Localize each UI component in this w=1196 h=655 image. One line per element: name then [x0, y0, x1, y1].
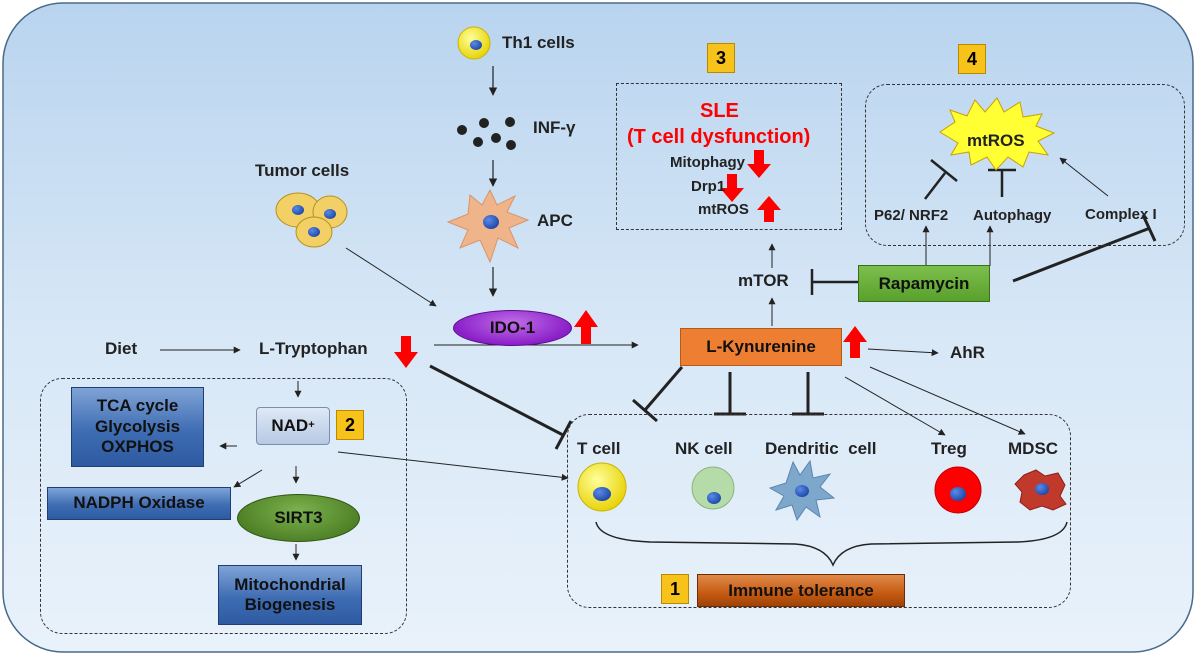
box3-badge: 3	[707, 43, 735, 73]
drp1-label: Drp1	[691, 178, 726, 195]
immune-tolerance-brace	[595, 521, 1068, 567]
drp1-down-arrow-icon	[720, 174, 744, 202]
nkcell-label: NK cell	[675, 439, 733, 458]
tumor-cells-icon	[275, 192, 348, 248]
box4-badge: 4	[958, 44, 986, 74]
nk-cell-icon	[691, 466, 735, 510]
nad-box	[40, 378, 407, 634]
oxphos-label: OXPHOS	[101, 437, 174, 457]
tumor-label: Tumor cells	[255, 161, 350, 180]
mdsc-label: MDSC	[1008, 439, 1059, 458]
box2-badge: 2	[336, 410, 364, 440]
dendritic-cell-icon	[768, 459, 836, 522]
t-cell-icon	[577, 462, 627, 512]
infg-molecules-icon	[457, 117, 516, 150]
mtros-up-arrow-icon	[757, 196, 781, 222]
ido1-label: IDO-1	[489, 318, 536, 337]
ido1-node: IDO-1	[453, 310, 572, 346]
diet-label: Diet	[105, 339, 138, 358]
mitophagy-label: Mitophagy	[670, 154, 745, 171]
mito-line1-label: Mitochondrial	[234, 574, 346, 594]
kynurenine-up-arrow-icon	[843, 326, 867, 358]
complex1-label: Complex I	[1085, 206, 1157, 223]
immune-tolerance-label: Immune tolerance	[728, 580, 874, 600]
autophagy-label: Autophagy	[973, 207, 1052, 224]
sle-subtitle: (T cell dysfunction)	[627, 126, 811, 148]
immune-tolerance-node: Immune tolerance	[697, 574, 905, 607]
metabolism-node: TCA cycle Glycolysis OXPHOS	[71, 387, 204, 467]
mtor-label: mTOR	[738, 271, 789, 290]
apc-label: APC	[537, 211, 573, 230]
sle-title: SLE	[700, 100, 739, 122]
ido1-up-arrow-icon	[574, 310, 598, 344]
tcell-label: T cell	[577, 439, 621, 458]
box3-mtros-label: mtROS	[698, 201, 749, 218]
tca-label: TCA cycle	[96, 396, 179, 416]
nad-label: NAD	[271, 415, 309, 435]
treg-label: Treg	[931, 439, 967, 458]
nad-node: NAD+	[256, 407, 330, 445]
mtros-burst-shape	[939, 97, 1056, 171]
th1-label: Th1 cells	[502, 33, 575, 52]
box4-mtros-label: mtROS	[967, 131, 1025, 150]
glycolysis-label: Glycolysis	[94, 416, 181, 436]
apc-cell-icon	[446, 188, 530, 264]
th1-cell-icon	[457, 26, 491, 60]
p62-label: P62/ NRF2	[874, 207, 949, 224]
mdsc-cell-icon	[1014, 469, 1067, 511]
rapamycin-node: Rapamycin	[858, 265, 990, 302]
lkynurenine-label: L-Kynurenine	[706, 337, 816, 356]
tryptophan-down-arrow-icon	[394, 336, 418, 368]
sirt3-node: SIRT3	[237, 494, 360, 542]
mitochondrial-biogenesis-node: Mitochondrial Biogenesis	[218, 565, 362, 625]
sirt3-label: SIRT3	[274, 508, 323, 527]
ahr-label: AhR	[950, 343, 985, 362]
immune-box	[567, 414, 1071, 608]
infg-label: INF-γ	[533, 118, 576, 137]
dendritic-label: Dendritic cell	[765, 439, 877, 458]
treg-cell-icon	[934, 466, 982, 514]
box1-badge: 1	[661, 574, 689, 604]
nadph-node: NADPH Oxidase	[47, 487, 231, 520]
mitochondria-box	[865, 84, 1185, 246]
sle-box	[616, 83, 842, 230]
ltryptophan-label: L-Tryptophan	[259, 339, 368, 358]
nad-superscript: +	[308, 419, 315, 432]
mitophagy-down-arrow-icon	[747, 150, 771, 178]
lkynurenine-node: L-Kynurenine	[680, 328, 842, 366]
mito-line2-label: Biogenesis	[244, 595, 336, 614]
nadph-label: NADPH Oxidase	[73, 493, 205, 513]
rapamycin-label: Rapamycin	[878, 273, 970, 293]
